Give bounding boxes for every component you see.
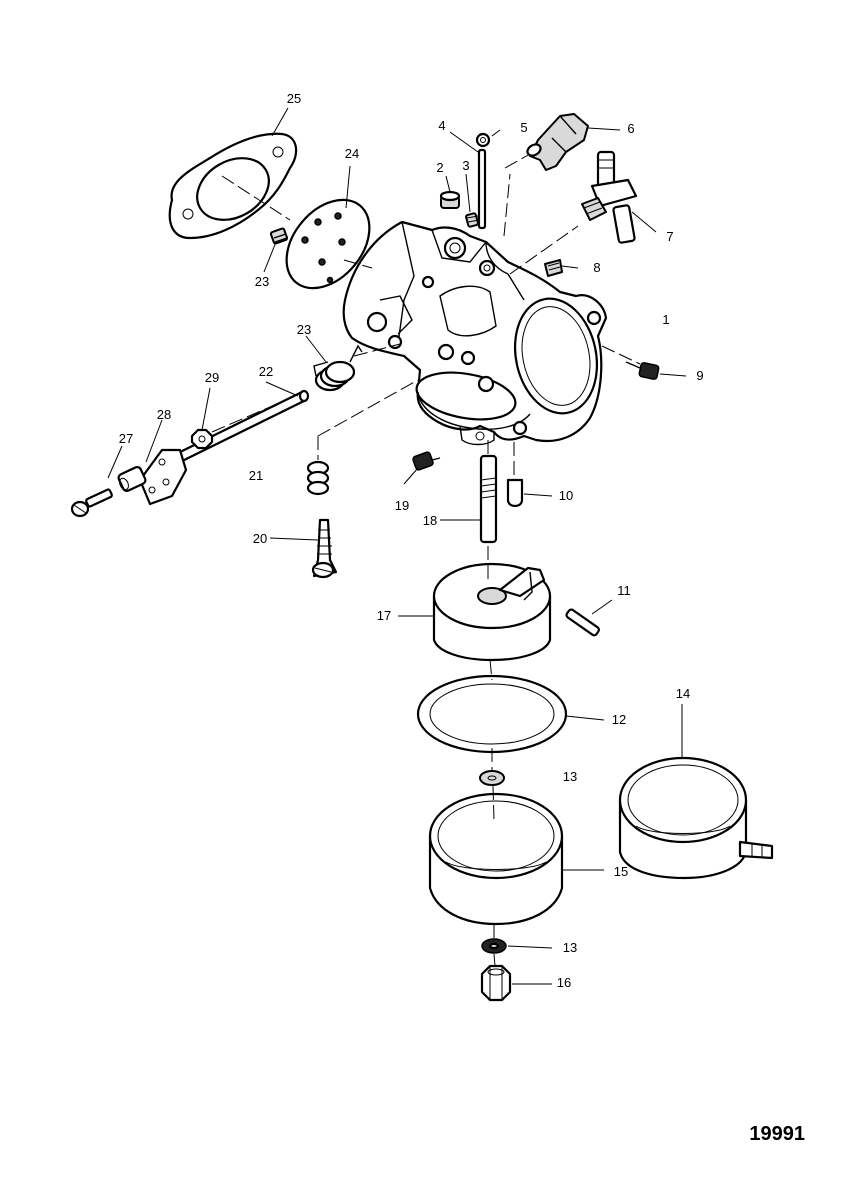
part-25-diaphragm xyxy=(285,198,371,290)
callout-labels: 25 24 23 2 3 4 5 6 7 8 1 9 10 11 12 13 1… xyxy=(119,91,704,990)
callout-25: 24 xyxy=(345,146,359,161)
part-8-screw xyxy=(544,259,563,277)
callout-18: 18 xyxy=(423,513,437,528)
callout-19: 19 xyxy=(395,498,409,513)
part-6-elbow-fitting xyxy=(526,113,589,171)
assembly-axis-lines xyxy=(211,153,641,967)
callout-14: 14 xyxy=(676,686,690,701)
callout-13-lower: 13 xyxy=(563,940,577,955)
part-27-screw xyxy=(70,488,113,518)
part-20-mixture-needle xyxy=(311,518,338,579)
part-9-screw xyxy=(625,361,660,380)
part-15-float-bowl xyxy=(428,792,564,926)
part-2-plug xyxy=(439,190,461,209)
part-7-tee-fitting xyxy=(581,150,638,244)
callout-5: 5 xyxy=(520,120,527,135)
callout-12: 12 xyxy=(612,712,626,727)
callout-21: 21 xyxy=(249,468,263,483)
callout-22: 22 xyxy=(259,364,273,379)
part-29-nut xyxy=(190,428,214,450)
part-13-washer-lower xyxy=(481,938,507,954)
part-3-screw xyxy=(465,212,480,228)
part-14-float-bowl xyxy=(618,756,774,880)
callout-6: 6 xyxy=(627,121,634,136)
callout-15: 15 xyxy=(614,864,628,879)
part-5-ring xyxy=(475,132,491,148)
part-26-flange-gasket xyxy=(168,132,298,240)
part-12-gasket xyxy=(416,674,568,754)
part-18-needle xyxy=(479,454,498,544)
part-11-pin xyxy=(565,608,600,637)
part-13-washer-upper xyxy=(479,770,505,786)
part-21-throttle-lever xyxy=(138,448,188,506)
callout-27: 27 xyxy=(119,431,133,446)
part-10-pin xyxy=(506,478,524,508)
callout-1: 1 xyxy=(662,312,669,327)
callout-11: 11 xyxy=(617,583,631,598)
callout-7: 7 xyxy=(666,229,673,244)
part-20-spring xyxy=(306,460,330,496)
callout-17: 17 xyxy=(377,608,391,623)
callout-10: 10 xyxy=(559,488,573,503)
callout-3: 3 xyxy=(462,158,469,173)
callout-23: 23 xyxy=(297,322,311,337)
callout-29: 29 xyxy=(205,370,219,385)
callout-16: 16 xyxy=(557,975,571,990)
callout-9: 9 xyxy=(696,368,703,383)
callout-4: 4 xyxy=(438,118,445,133)
callout-26: 25 xyxy=(287,91,301,106)
figure-number: 19991 xyxy=(749,1123,805,1145)
callout-8: 8 xyxy=(593,260,600,275)
callout-20: 20 xyxy=(253,531,267,546)
part-4-rod xyxy=(477,148,487,230)
part-23-spring xyxy=(313,344,363,392)
callout-2: 2 xyxy=(436,160,443,175)
part-17-float xyxy=(432,562,552,662)
part-16-nut xyxy=(480,964,512,1002)
part-24-screw xyxy=(269,227,289,245)
callout-13-upper: 13 xyxy=(563,769,577,784)
leader-lines xyxy=(107,107,687,985)
callout-28: 28 xyxy=(157,407,171,422)
part-1-carburetor-body xyxy=(342,220,608,446)
part-19-screw xyxy=(412,451,441,471)
callout-24: 23 xyxy=(255,274,269,289)
part-28-bushing xyxy=(117,465,147,493)
part-22-throttle-shaft xyxy=(170,389,310,466)
